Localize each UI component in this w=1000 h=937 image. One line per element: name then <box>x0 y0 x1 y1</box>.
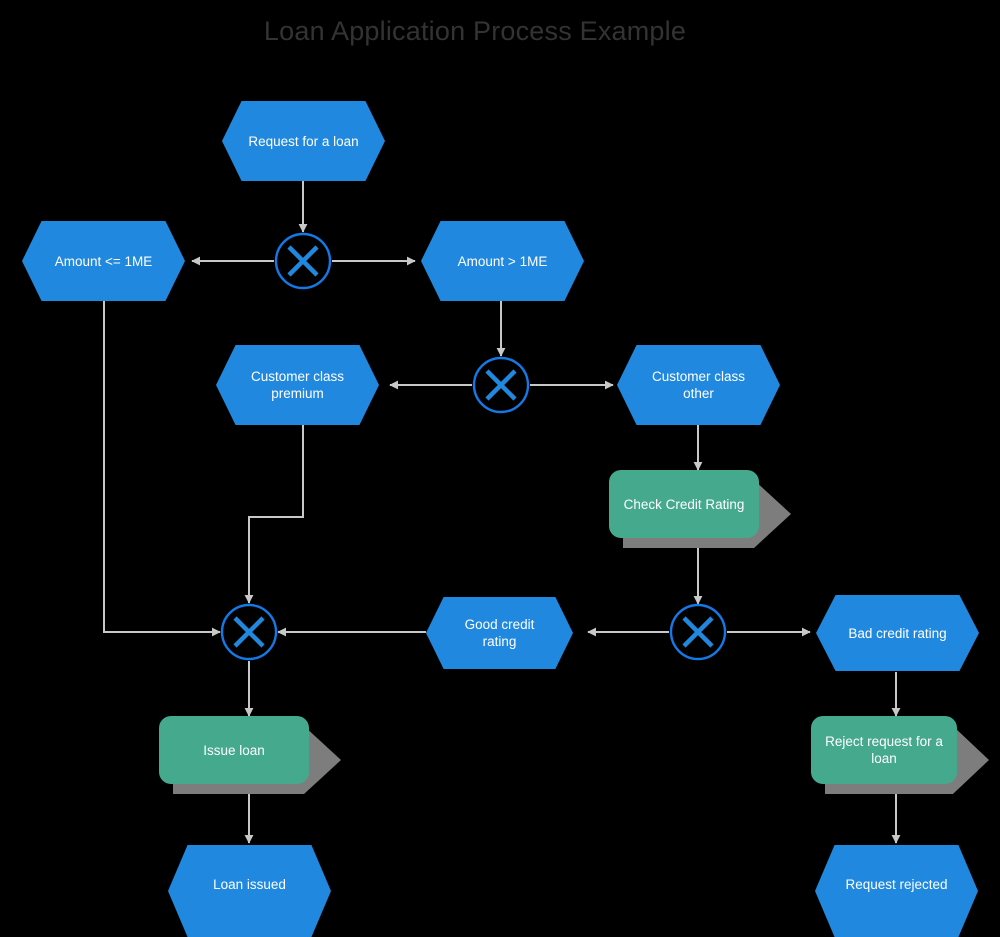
event-label: Customer class other <box>651 369 746 401</box>
event-good-credit-rating[interactable]: Good credit rating <box>426 597 573 669</box>
task-body[interactable]: Reject request for a loan <box>811 716 957 784</box>
gateway-amount[interactable] <box>274 232 332 290</box>
exclusive-gateway-x-icon <box>220 603 278 661</box>
gateway-join-issue[interactable] <box>220 603 278 661</box>
event-label: Amount <= 1ME <box>54 253 153 269</box>
event-label: Request rejected <box>845 876 948 892</box>
task-reject-request-for-a-loan[interactable]: Reject request for a loan <box>811 716 989 794</box>
exclusive-gateway-x-icon <box>472 356 530 414</box>
event-customer-class-premium[interactable]: Customer class premium <box>216 345 379 425</box>
event-request-for-a-loan[interactable]: Request for a loan <box>222 101 385 181</box>
task-label: Check Credit Rating <box>623 496 745 512</box>
event-loan-issued[interactable]: Loan issued <box>168 845 331 937</box>
event-amount-gt-1me[interactable]: Amount > 1ME <box>421 221 584 301</box>
task-check-credit-rating[interactable]: Check Credit Rating <box>609 470 791 548</box>
exclusive-gateway-x-icon <box>669 603 727 661</box>
task-body[interactable]: Issue loan <box>159 716 309 784</box>
task-label: Issue loan <box>203 742 265 758</box>
task-body[interactable]: Check Credit Rating <box>609 470 759 538</box>
gateway-credit-rating[interactable] <box>669 603 727 661</box>
connector-amount-lte-to-gateway-join <box>103 301 221 637</box>
event-label: Loan issued <box>213 876 286 892</box>
event-label: Request for a loan <box>248 133 359 149</box>
connector-premium-to-gateway-join <box>244 425 304 604</box>
event-bad-credit-rating[interactable]: Bad credit rating <box>816 595 979 671</box>
task-label: Reject request for a loan <box>825 734 943 766</box>
event-label: Bad credit rating <box>848 625 947 641</box>
exclusive-gateway-x-icon <box>274 232 332 290</box>
page-title: Loan Application Process Example <box>263 16 687 46</box>
event-customer-class-other[interactable]: Customer class other <box>617 345 780 425</box>
gateway-customer-class[interactable] <box>472 356 530 414</box>
task-issue-loan[interactable]: Issue loan <box>159 716 341 794</box>
event-label: Amount > 1ME <box>457 253 548 269</box>
event-label: Good credit rating <box>464 617 535 649</box>
event-amount-lte-1me[interactable]: Amount <= 1ME <box>22 221 185 301</box>
event-label: Customer class premium <box>250 369 345 401</box>
event-request-rejected[interactable]: Request rejected <box>815 845 978 937</box>
